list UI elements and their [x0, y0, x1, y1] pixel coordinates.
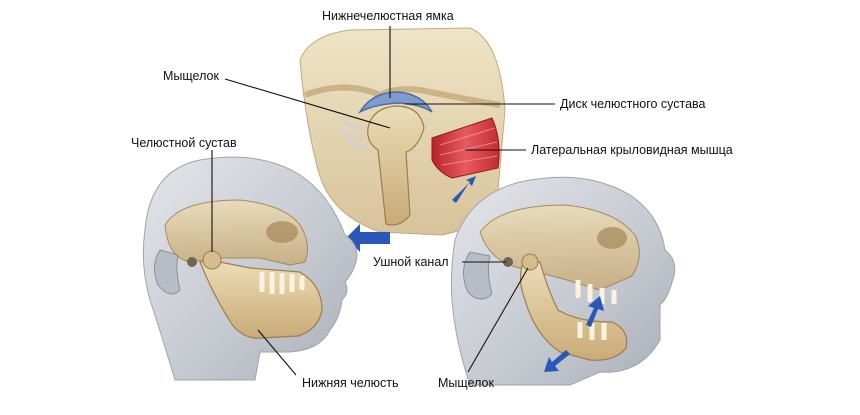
arrow-jaw-down: [544, 350, 570, 372]
label-disc: Диск челюстного сустава: [560, 97, 706, 111]
leader-lines: [211, 26, 555, 376]
leader-condyle-bottom: [467, 267, 529, 373]
label-fossa: Нижнечелюстная ямка: [322, 9, 454, 23]
arrow-jaw-up: [586, 296, 604, 327]
label-condyle-bottom: Мыщелок: [438, 376, 494, 390]
label-mandible: Нижняя челюсть: [302, 376, 399, 390]
head-open-jaw: [450, 176, 676, 386]
condyle-closeup: [367, 105, 425, 226]
head-closed-jaw: [142, 156, 358, 381]
label-joint: Челюстной сустав: [131, 136, 237, 150]
mandible-right: [519, 261, 628, 361]
label-condyle-top: Мыщелок: [163, 69, 219, 83]
lateral-pterygoid-muscle: [431, 117, 500, 179]
joint-closeup: [299, 27, 506, 236]
leader-condyle-top: [224, 78, 391, 129]
label-ear-canal: Ушной канал: [373, 255, 449, 269]
arrow-muscle: [452, 176, 476, 203]
leader-mandible: [257, 329, 297, 376]
label-pterygoid: Латеральная крыловидная мышца: [531, 143, 733, 157]
articular-disc: [358, 91, 433, 114]
arrow-forward: [346, 224, 390, 252]
